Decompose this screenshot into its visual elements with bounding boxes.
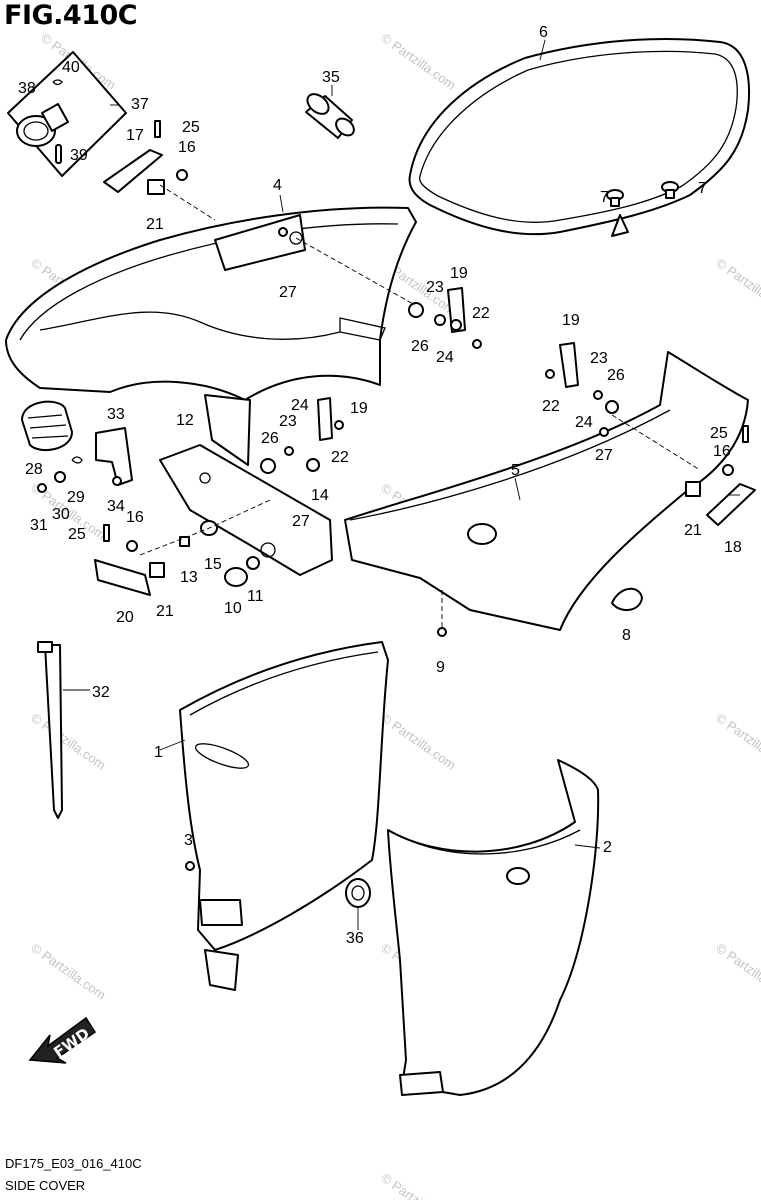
handle-parts: [94, 120, 756, 596]
callout-7b: 7: [698, 180, 707, 197]
fwd-arrow-icon: FWD: [28, 1016, 97, 1064]
callout-14: 14: [311, 487, 329, 504]
part-6-seal: [408, 37, 751, 237]
callout-37: 37: [131, 96, 149, 113]
callout-18: 18: [724, 539, 742, 556]
callout-5: 5: [511, 462, 520, 479]
part-33-bracket: [95, 427, 133, 486]
callout-labels: 1 2 3 4 5 6 7 7 8 9 10 11 12 13 14 15 16…: [18, 24, 742, 947]
small-fasteners: [37, 227, 619, 871]
part-5-rear-cover: [344, 351, 749, 631]
callout-34: 34: [107, 498, 125, 515]
callout-4: 4: [273, 177, 282, 194]
callout-26b: 26: [607, 367, 625, 384]
part-36-grommet: [345, 878, 371, 908]
part-2-side-cover-right: [387, 759, 600, 1096]
watermark: © Partzilla.com: [713, 710, 761, 773]
watermark: © Partzilla.com: [713, 255, 761, 318]
callout-25b: 25: [710, 425, 728, 442]
callout-28: 28: [25, 461, 43, 478]
callout-23b: 23: [590, 350, 608, 367]
callout-24c: 24: [291, 397, 309, 414]
part-7-grommets: [606, 181, 679, 207]
callout-21b: 21: [684, 522, 702, 539]
callout-29: 29: [67, 489, 85, 506]
callout-19b: 19: [562, 312, 580, 329]
part-32-rod: [37, 641, 63, 819]
callout-25c: 25: [68, 526, 86, 543]
callout-22b: 22: [542, 398, 560, 415]
callout-7: 7: [600, 189, 609, 206]
callout-24b: 24: [575, 414, 593, 431]
kit-box-37: [7, 51, 127, 177]
callout-35: 35: [322, 69, 340, 86]
section-name: SIDE COVER: [5, 1178, 86, 1193]
callout-9: 9: [436, 659, 445, 676]
callout-40: 40: [62, 59, 80, 76]
watermark: © Partzilla.com: [378, 30, 458, 93]
model-code: DF175_E03_016_410C: [5, 1156, 142, 1171]
callout-23c: 23: [279, 413, 297, 430]
callout-32: 32: [92, 684, 110, 701]
callout-26c: 26: [261, 430, 279, 447]
watermark: © Partzilla.com: [378, 1170, 458, 1200]
callout-13: 13: [180, 569, 198, 586]
callout-36: 36: [346, 930, 364, 947]
part-28-bellows: [21, 400, 73, 452]
watermark: © Partzilla.com: [28, 940, 108, 1003]
callout-27c: 27: [292, 513, 310, 530]
callout-23: 23: [426, 279, 444, 296]
callout-21: 21: [146, 216, 164, 233]
callout-33: 33: [107, 406, 125, 423]
callout-3: 3: [184, 832, 193, 849]
callout-22c: 22: [331, 449, 349, 466]
figure-title: FIG.410C: [4, 0, 138, 31]
callout-31: 31: [30, 517, 48, 534]
callout-15: 15: [204, 556, 222, 573]
assembly-lines: [139, 184, 701, 630]
callout-12: 12: [176, 412, 194, 429]
callout-22: 22: [472, 305, 490, 322]
callout-39: 39: [70, 147, 88, 164]
callout-27: 27: [279, 284, 297, 301]
callout-10: 10: [224, 600, 242, 617]
callout-17: 17: [126, 127, 144, 144]
callout-26: 26: [411, 338, 429, 355]
part-1-side-cover-left: [179, 641, 389, 991]
callout-38: 38: [18, 80, 36, 97]
callout-1: 1: [154, 744, 163, 761]
callout-6: 6: [539, 24, 548, 41]
callout-24: 24: [436, 349, 454, 366]
callout-2: 2: [603, 839, 612, 856]
callout-20: 20: [116, 609, 134, 626]
callout-16: 16: [178, 139, 196, 156]
callout-30: 30: [52, 506, 70, 523]
callout-21c: 21: [156, 603, 174, 620]
callout-16b: 16: [713, 443, 731, 460]
callout-16c: 16: [126, 509, 144, 526]
callout-27b: 27: [595, 447, 613, 464]
part-12-bracket: [159, 444, 333, 576]
part-35-plug: [305, 93, 355, 139]
watermark: © Partzilla.com: [28, 710, 108, 773]
watermark: © Partzilla.com: [713, 940, 761, 1003]
callout-19c: 19: [350, 400, 368, 417]
leader-lines: [63, 39, 740, 930]
watermark: © Partzilla.com: [378, 710, 458, 773]
callout-25: 25: [182, 119, 200, 136]
callout-11: 11: [247, 588, 264, 605]
callout-8: 8: [622, 627, 631, 644]
callout-19: 19: [450, 265, 468, 282]
